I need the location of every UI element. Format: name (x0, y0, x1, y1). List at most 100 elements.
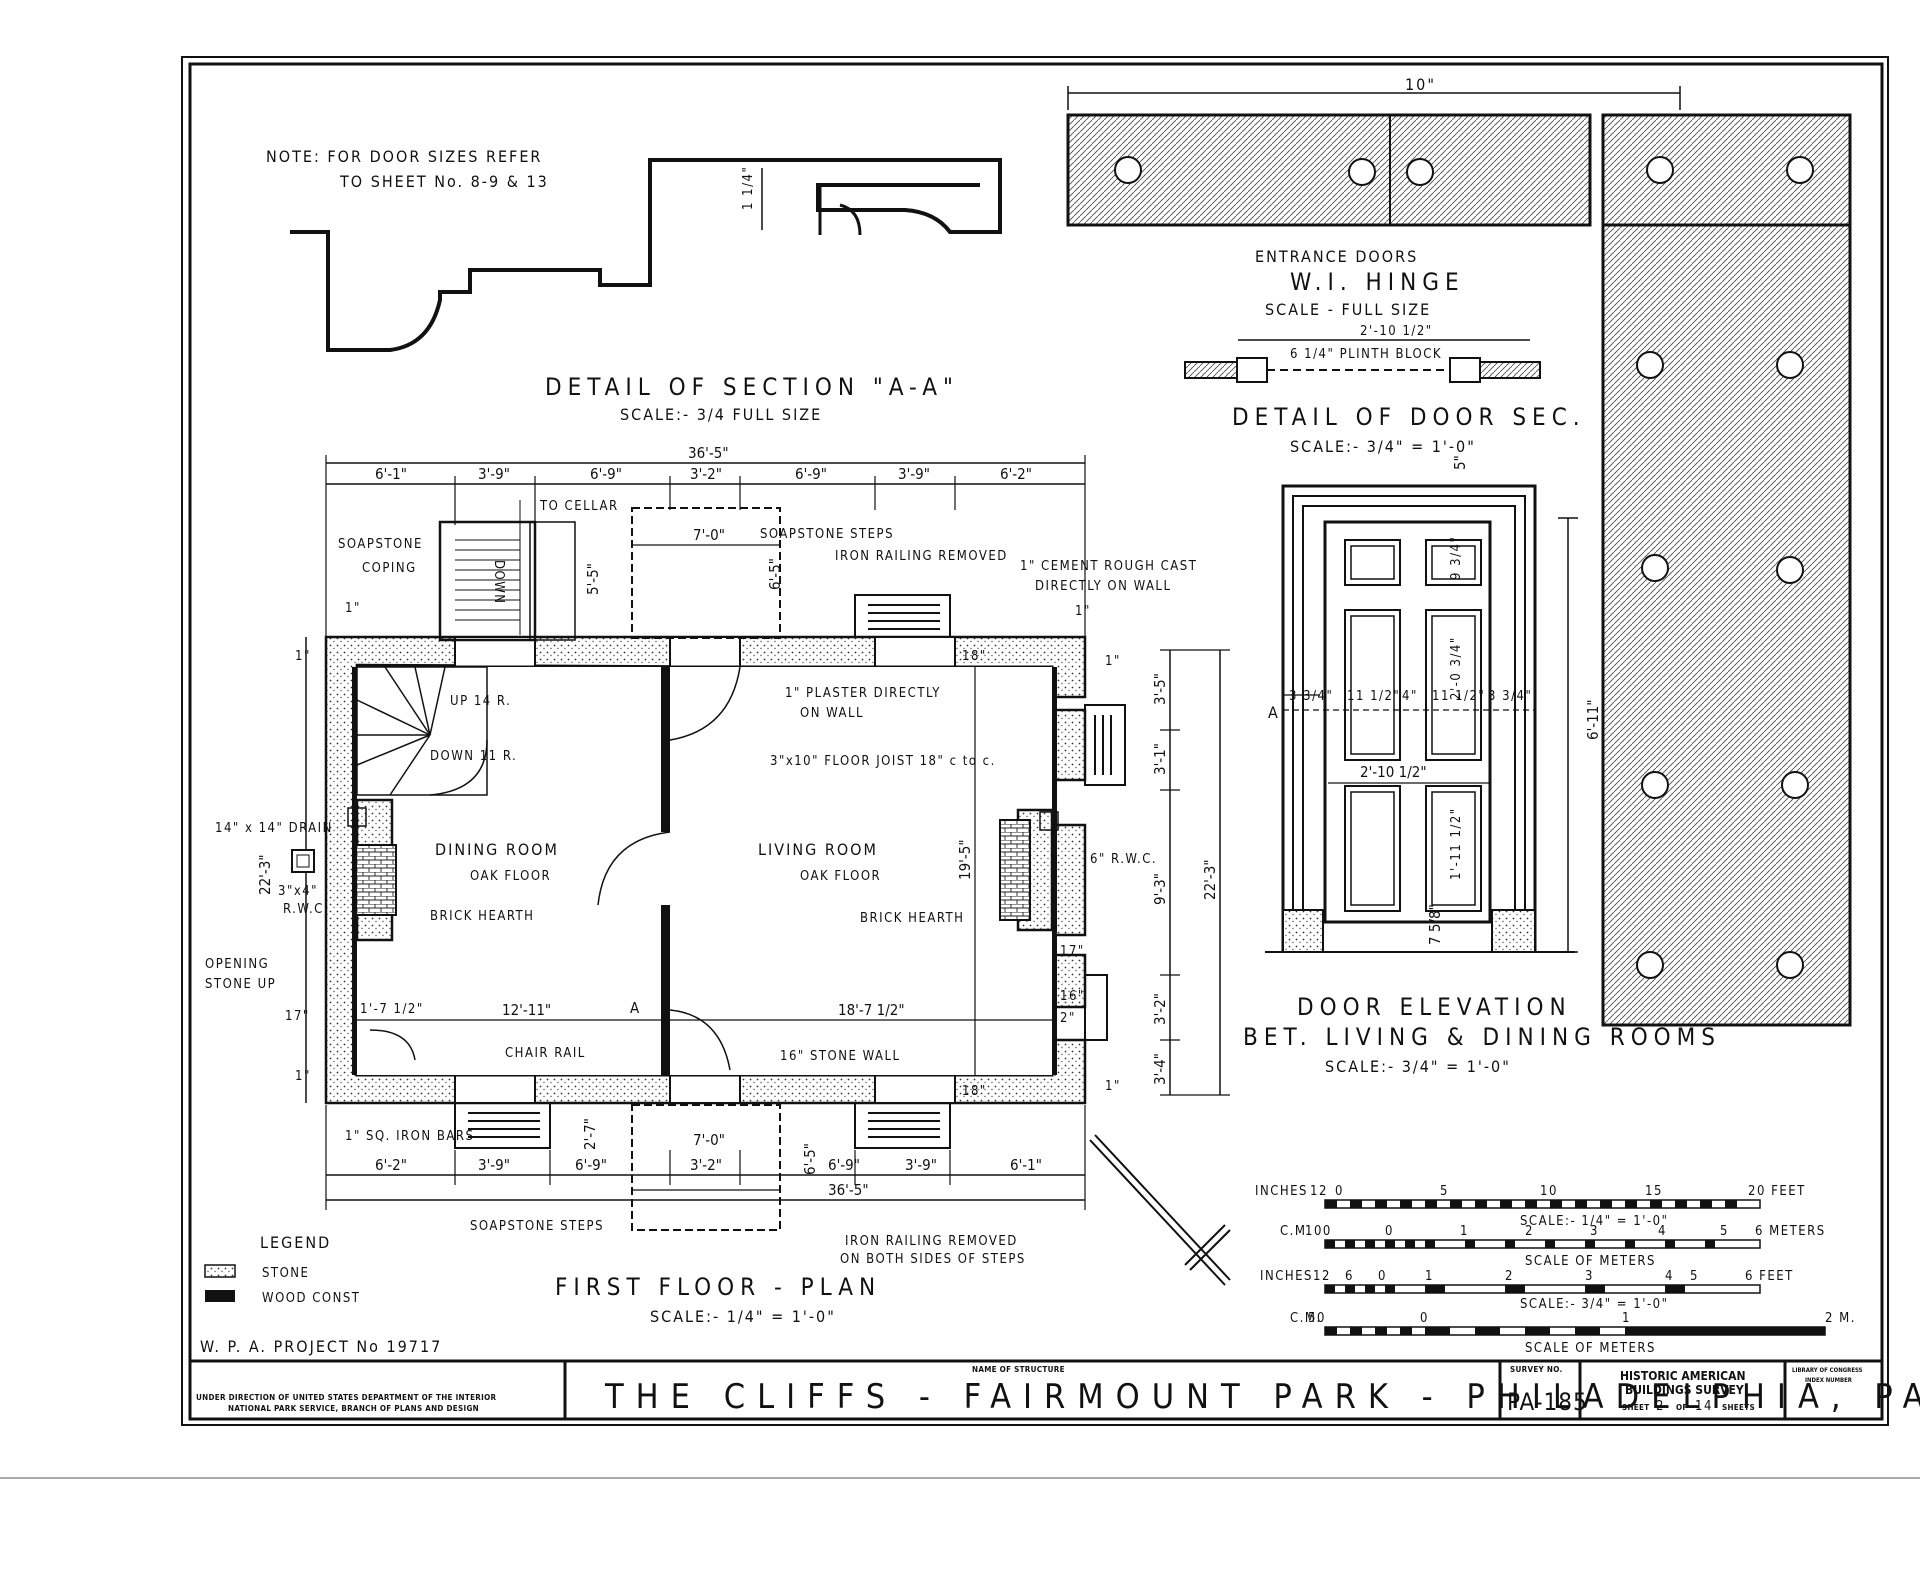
scale3-tick-4: 1 (1425, 1269, 1434, 1284)
project-number: W. P. A. PROJECT No 19717 (200, 1337, 442, 1356)
door-sec-plinth: 6 1/4" PLINTH BLOCK (1290, 347, 1442, 362)
scale4-caption: SCALE OF METERS (1525, 1341, 1656, 1356)
door-elev-section-mark: A (1268, 703, 1280, 722)
title-habs-2: BUILDINGS SURVEY (1625, 1383, 1744, 1397)
scale4-tick-4: 2 M. (1825, 1311, 1856, 1326)
door-sec-width: 2'-10 1/2" (1360, 324, 1433, 339)
plan-section-a: A (630, 999, 640, 1017)
door-elev-mid-panel: 2'-0 3/4" (1449, 636, 1464, 700)
label-plaster: 1" PLASTER DIRECTLY (785, 686, 941, 701)
hinge-leaf-top (1066, 113, 1592, 227)
plan-small-dim-5: 1" (1105, 1079, 1121, 1094)
door-elev-height: 6'-11" (1584, 699, 1602, 740)
plan-bottom-dim-7: 6'-1" (1010, 1156, 1042, 1174)
section-aa-scale: SCALE:- 3/4 FULL SIZE (620, 405, 822, 424)
scale3-label: INCHES (1260, 1269, 1313, 1284)
scale2-tick-4: 2 (1525, 1224, 1534, 1239)
plan-bottom-dim-3: 6'-9" (575, 1156, 607, 1174)
title-loc: LIBRARY OF CONGRESS (1792, 1367, 1863, 1374)
legend-stone-swatch (204, 1264, 236, 1278)
scale3-tick-2: 6 (1345, 1269, 1354, 1284)
plan-living-width: 18'-7 1/2" (838, 1001, 905, 1019)
title-sheet-prefix: SHEET (1622, 1403, 1649, 1412)
scale2-tick-5: 3 (1590, 1224, 1599, 1239)
door-elevation (1265, 484, 1578, 953)
plan-rear-steps (631, 507, 781, 639)
north-arrow (1089, 1134, 1231, 1286)
plan-left-hearth (355, 844, 397, 916)
floor-plan: 36'-5" 6'-1" 3'-9" 6'-9" 3'-2" 6'-9" 3'-… (205, 444, 1230, 1267)
plan-front-steps (631, 1104, 781, 1231)
scale2-tick-2: 0 (1385, 1224, 1394, 1239)
label-chair-rail: CHAIR RAIL (505, 1046, 586, 1061)
plan-partition-wall (661, 667, 670, 832)
hinge-title-1: ENTRANCE DOORS (1255, 247, 1418, 266)
label-drain: 14" x 14" DRAIN (215, 821, 333, 836)
plan-right-dim-5: 3'-4" (1151, 1053, 1169, 1085)
label-up: UP 14 R. (450, 694, 511, 709)
label-coping: COPING (362, 561, 417, 576)
room-living: LIVING ROOM (758, 840, 878, 859)
plan-cellar-stair (438, 500, 576, 642)
label-rwc-right: 6" R.W.C. (1090, 852, 1157, 867)
plan-top-dim-6: 3'-9" (898, 465, 930, 483)
label-plaster-2: ON WALL (800, 706, 864, 721)
door-elev-upper-panel: 9 3/4" (1449, 536, 1464, 580)
plan-small-dim-7: 18" (962, 649, 987, 664)
door-elev-lower-panel: 1'-11 1/2" (1449, 807, 1464, 880)
label-down-11: DOWN 11 R. (430, 749, 517, 764)
hinge-scale: SCALE - FULL SIZE (1265, 300, 1431, 319)
plan-top-dim-7: 6'-2" (1000, 465, 1032, 483)
scale1-tick-2: 0 (1335, 1184, 1344, 1199)
scale2-caption: SCALE OF METERS (1525, 1254, 1656, 1269)
plan-steps-width-top: 7'-0" (693, 526, 725, 544)
room-dining: DINING ROOM (435, 840, 559, 859)
scale2-tick-7: 5 (1720, 1224, 1729, 1239)
legend-stone-label: STONE (262, 1266, 309, 1281)
scale3-tick-3: 0 (1378, 1269, 1387, 1284)
scale2-tick-8: 6 METERS (1755, 1224, 1826, 1239)
scale4-label: C.M. (1290, 1311, 1322, 1326)
plan-steps-depth-4: 2'-7" (581, 1118, 599, 1150)
label-brick-hearth-r: BRICK HEARTH (860, 911, 964, 926)
plan-steps-width-bottom: 7'-0" (693, 1131, 725, 1149)
door-sec-title: DETAIL OF DOOR SEC. (1232, 403, 1586, 431)
plan-grilles (454, 594, 1126, 1149)
legend-title: LEGEND (260, 1233, 331, 1252)
title-block (190, 1359, 1882, 1419)
plan-top-dim-3: 6'-9" (590, 465, 622, 483)
scale3-tick-5: 2 (1505, 1269, 1514, 1284)
plan-steps-depth-1: 5'-5" (584, 563, 602, 595)
plan-top-dim-4: 3'-2" (690, 465, 722, 483)
scale4-tick-1: 50 (1308, 1311, 1326, 1326)
scale4-tick-2: 0 (1420, 1311, 1429, 1326)
title-structure-name: THE CLIFFS - FAIRMOUNT PARK - PHILADELPH… (604, 1377, 1920, 1417)
plan-right-hearth (999, 819, 1031, 921)
hinge-leaf-right (1601, 223, 1852, 1027)
plan-small-dim-10: 16" (1060, 989, 1085, 1004)
plan-steps-depth-3: 6'-5" (801, 1143, 819, 1175)
door-sec-drawing (1184, 357, 1541, 383)
hinge-detail: 10" (1066, 75, 1852, 1027)
door-sizes-note: NOTE: FOR DOOR SIZES REFER (266, 147, 542, 166)
door-elev-panel-w-l: 11 1/2" (1347, 689, 1400, 704)
room-living-floor: OAK FLOOR (800, 869, 881, 884)
title-agency-2: NATIONAL PARK SERVICE, BRANCH OF PLANS A… (228, 1404, 479, 1413)
label-floor-joist: 3"x10" FLOOR JOIST 18" c to c. (770, 754, 996, 769)
label-down: DOWN (491, 560, 506, 605)
sheet-inner-border (188, 62, 1884, 1421)
label-soapstone-coping: SOAPSTONE (338, 537, 423, 552)
scale3-caption: SCALE:- 3/4" = 1'-0" (1520, 1297, 1669, 1312)
title-sheets-total: 14 (1695, 1399, 1713, 1414)
plan-top-dim-5: 6'-9" (795, 465, 827, 483)
label-stone-wall: 16" STONE WALL (780, 1049, 900, 1064)
scale1-tick-4: 10 (1540, 1184, 1558, 1199)
plan-scale: SCALE:- 1/4" = 1'-0" (650, 1307, 836, 1326)
title-name-label: NAME OF STRUCTURE (972, 1365, 1065, 1374)
plan-small-dim-11: 2" (1060, 1011, 1076, 1026)
label-cement-2: DIRECTLY ON WALL (1035, 579, 1171, 594)
plan-bottom-dim-2: 3'-9" (478, 1156, 510, 1174)
plan-right-dim-1: 3'-5" (1151, 673, 1169, 705)
plan-spiral-stair (356, 666, 488, 796)
scale3-tick-1: 12 (1313, 1269, 1331, 1284)
